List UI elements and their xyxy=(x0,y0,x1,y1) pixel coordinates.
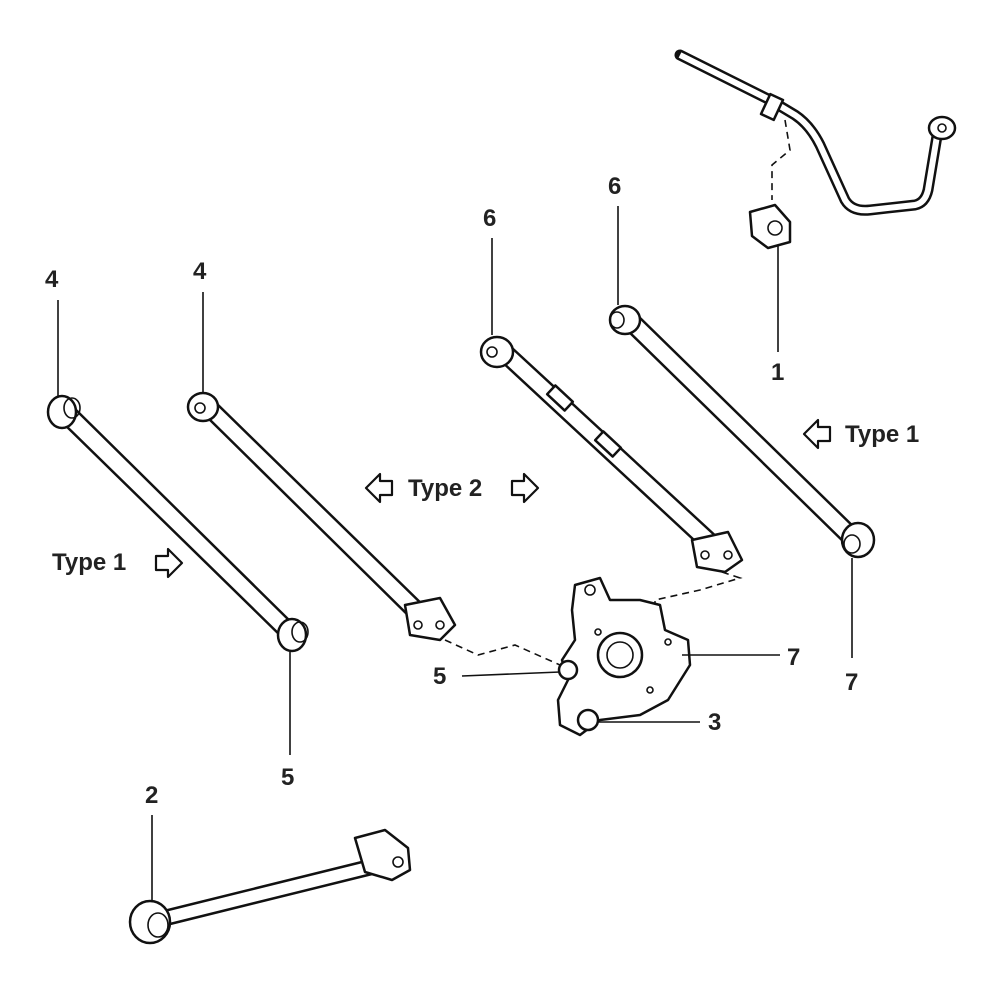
lateral-arm-type1-left xyxy=(46,394,309,653)
callout-6a: 6 xyxy=(483,205,496,232)
callout-7a: 7 xyxy=(787,644,800,671)
arrow-right-icon xyxy=(154,547,184,579)
lateral-arm-type2-4 xyxy=(186,391,457,642)
lateral-arm-type1-right xyxy=(608,304,876,559)
leader-dash-1 xyxy=(771,119,791,200)
callout-2: 2 xyxy=(145,782,158,809)
arrow-left-icon xyxy=(802,418,832,450)
type1-right-label: Type 1 xyxy=(845,421,919,448)
arrow-left-icon xyxy=(364,472,394,504)
type2-label: Type 2 xyxy=(408,475,482,502)
stabilizer-bar xyxy=(674,49,957,216)
trailing-arm xyxy=(128,828,412,945)
rear-axle-carrier xyxy=(556,576,692,737)
stabilizer-bushing-bracket xyxy=(748,203,792,250)
callout-1: 1 xyxy=(771,359,784,386)
callout-3: 3 xyxy=(708,709,721,736)
callout-4a: 4 xyxy=(45,266,59,293)
type1-left-label: Type 1 xyxy=(52,549,126,576)
lateral-arm-type2-6 xyxy=(479,335,744,574)
callout-5b: 5 xyxy=(281,764,294,791)
callout-6b: 6 xyxy=(608,173,621,200)
leader-dash-5 xyxy=(444,639,561,666)
leader-dash-7 xyxy=(654,571,743,635)
leader-5a xyxy=(461,671,561,677)
callout-4b: 4 xyxy=(193,258,207,285)
callout-5a: 5 xyxy=(433,663,446,690)
callout-7b: 7 xyxy=(845,669,858,696)
arrow-right-icon xyxy=(510,472,540,504)
